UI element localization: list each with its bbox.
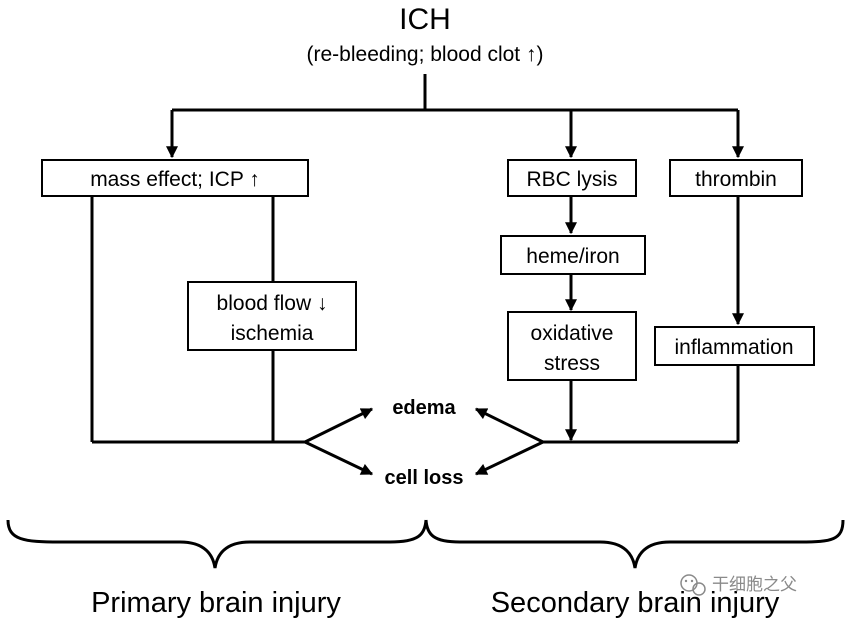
node-ischemia-label: ischemia	[231, 322, 314, 345]
node-thrombin: thrombin	[669, 159, 803, 197]
node-rbc-lysis-label: RBC lysis	[526, 168, 617, 191]
category-primary-label: Primary brain injury	[91, 587, 341, 619]
watermark-text: 干细胞之父	[712, 575, 797, 595]
secondary-brace	[424, 519, 845, 569]
node-rbc-lysis: RBC lysis	[507, 159, 637, 197]
diagram-title: ICH	[399, 3, 451, 36]
watermark: 干细胞之父	[680, 574, 797, 596]
arrow-primary-to-cell-loss	[304, 440, 374, 476]
outcome-edema: edema	[392, 397, 456, 419]
node-thrombin-label: thrombin	[695, 168, 777, 191]
node-heme-iron-label: heme/iron	[526, 245, 619, 268]
primary-brace	[6, 519, 428, 569]
node-stress-label: stress	[544, 352, 600, 375]
node-heme-iron: heme/iron	[500, 235, 646, 275]
node-mass-effect: mass effect; ICP ↑	[41, 159, 309, 197]
outcome-cell-loss: cell loss	[385, 467, 464, 489]
arrow-primary-to-edema	[304, 407, 374, 444]
node-inflammation-label: inflammation	[674, 336, 793, 359]
arrow-secondary-to-edema	[474, 407, 544, 444]
node-blood-flow-label: blood flow ↓	[217, 292, 328, 315]
node-inflammation: inflammation	[654, 326, 815, 366]
node-blood-flow-ischemia: blood flow ↓ ischemia	[187, 281, 357, 351]
diagram-subtitle: (re-bleeding; blood clot ↑)	[307, 43, 544, 66]
node-mass-effect-label: mass effect; ICP ↑	[90, 168, 260, 191]
arrow-secondary-to-cell-loss	[474, 440, 544, 476]
node-oxidative-label: oxidative	[531, 322, 614, 345]
wechat-icon	[680, 574, 706, 596]
category-secondary-label: Secondary brain injury	[491, 587, 780, 619]
node-oxidative-stress: oxidative stress	[507, 311, 637, 381]
